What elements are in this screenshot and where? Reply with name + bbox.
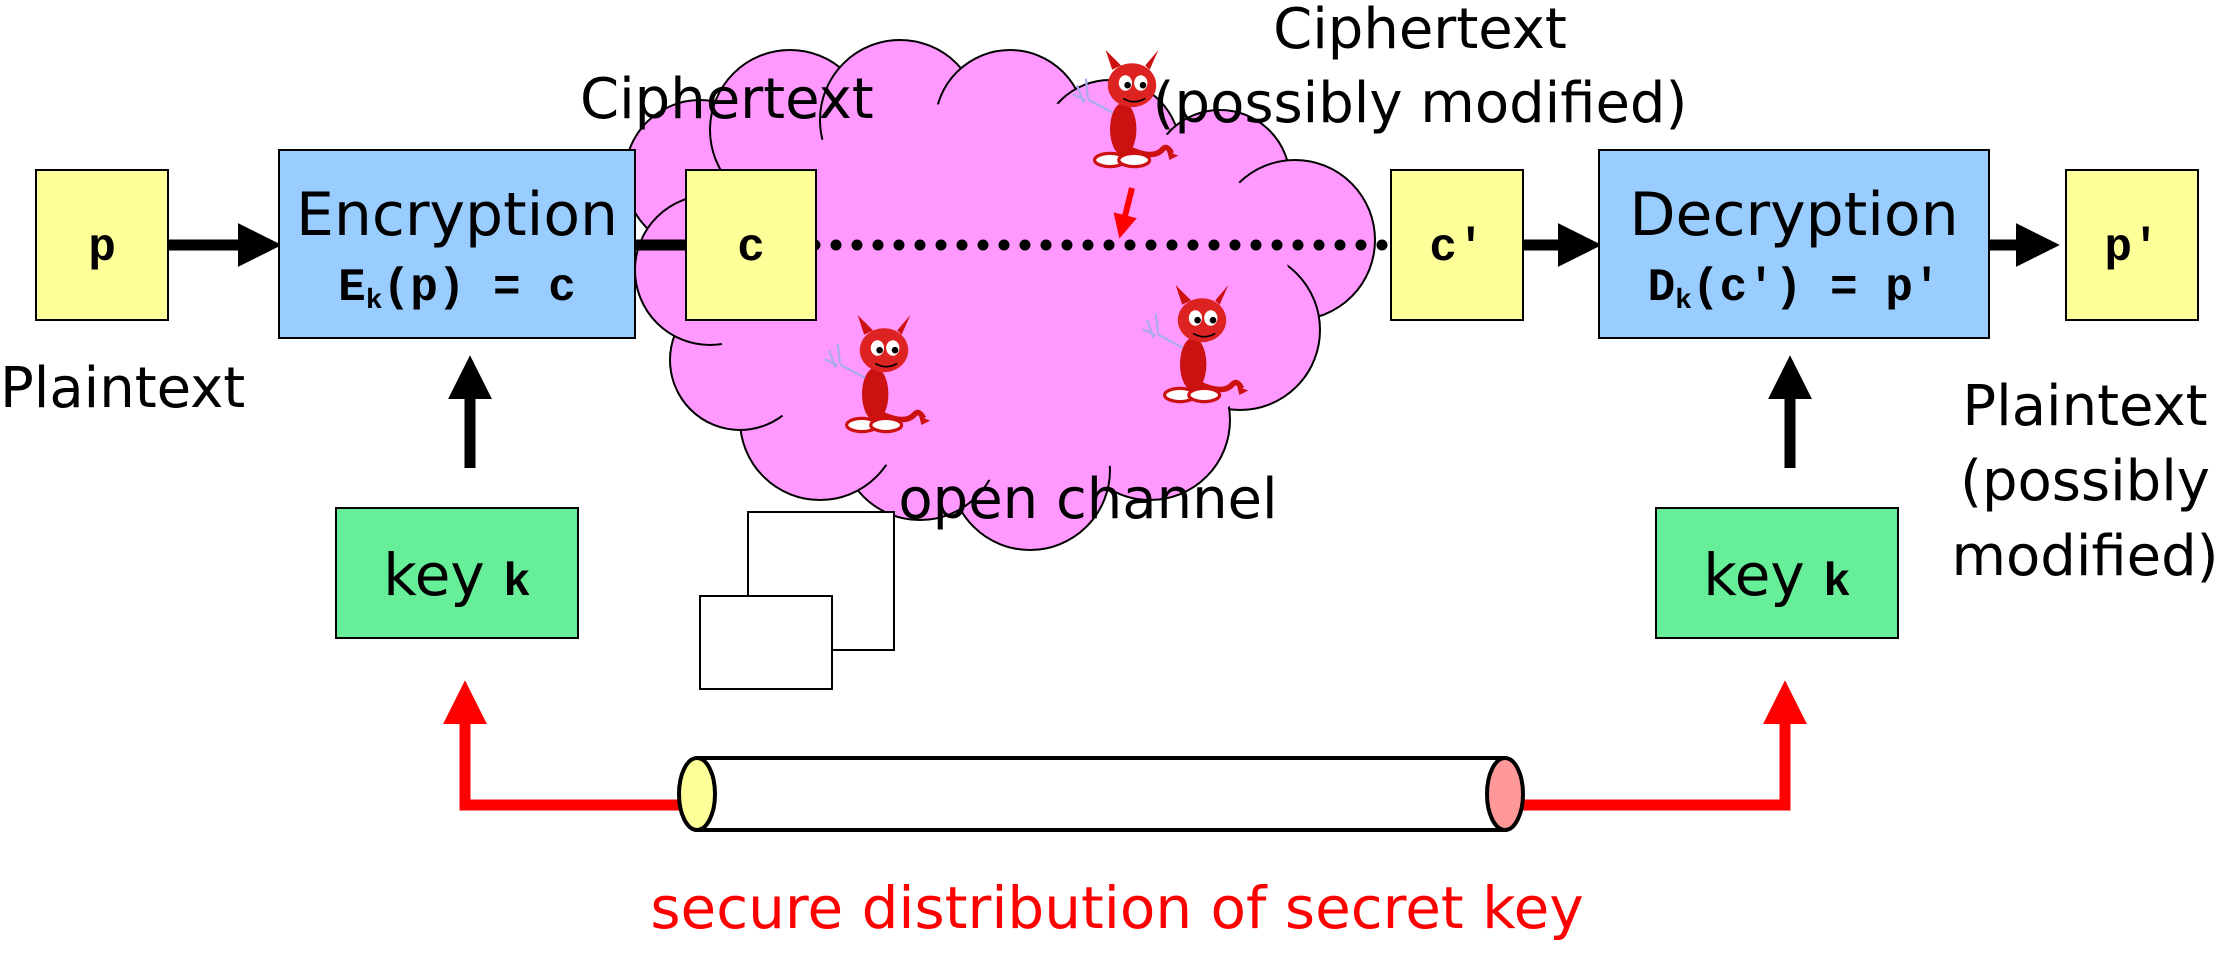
encryption-title: Encryption (296, 180, 618, 250)
decryption-title: Decryption (1629, 180, 1958, 250)
encryption-formula: Ek(p) = c (338, 262, 576, 317)
plaintext-label: Plaintext (0, 356, 245, 421)
key-label-right: key k (1703, 541, 1851, 609)
key-box-left (335, 507, 579, 639)
secure-tube (677, 756, 1525, 832)
modified-plaintext-label-line1: Plaintext (1962, 374, 2207, 439)
modified-ciphertext-label-line1: Ciphertext (1273, 0, 1567, 62)
red-arrow-to-right-key (1520, 680, 1807, 811)
modified-ciphertext-symbol: c′ (1429, 222, 1484, 274)
decryption-box (1598, 149, 1990, 339)
key-label-left: key k (383, 541, 531, 609)
devil-attack-arrow (1113, 187, 1137, 239)
plaintext-symbol: p (88, 222, 116, 274)
modified-plaintext-box (2065, 169, 2199, 321)
modified-plaintext-symbol: p′ (2104, 222, 2159, 274)
modified-ciphertext-label-line2: (possibly modified) (1153, 71, 1688, 136)
encryption-box (278, 149, 636, 339)
key-box-right (1655, 507, 1899, 639)
red-arrow-to-left-key (443, 680, 690, 811)
modified-ciphertext-box (1390, 169, 1524, 321)
ciphertext-symbol: c (737, 222, 765, 274)
decryption-formula: Dk(c′) = p′ (1648, 262, 1941, 317)
modified-plaintext-label-line2: (possibly (1960, 449, 2210, 514)
open-channel-label: open channel (898, 467, 1277, 532)
blank-box-front (699, 595, 833, 690)
ciphertext-label: Ciphertext (580, 67, 874, 132)
secure-distribution-label: secure distribution of secret key (650, 874, 1583, 942)
plaintext-box (35, 169, 169, 321)
modified-plaintext-label-line3: modified) (1951, 524, 2218, 589)
ciphertext-box (685, 169, 817, 321)
